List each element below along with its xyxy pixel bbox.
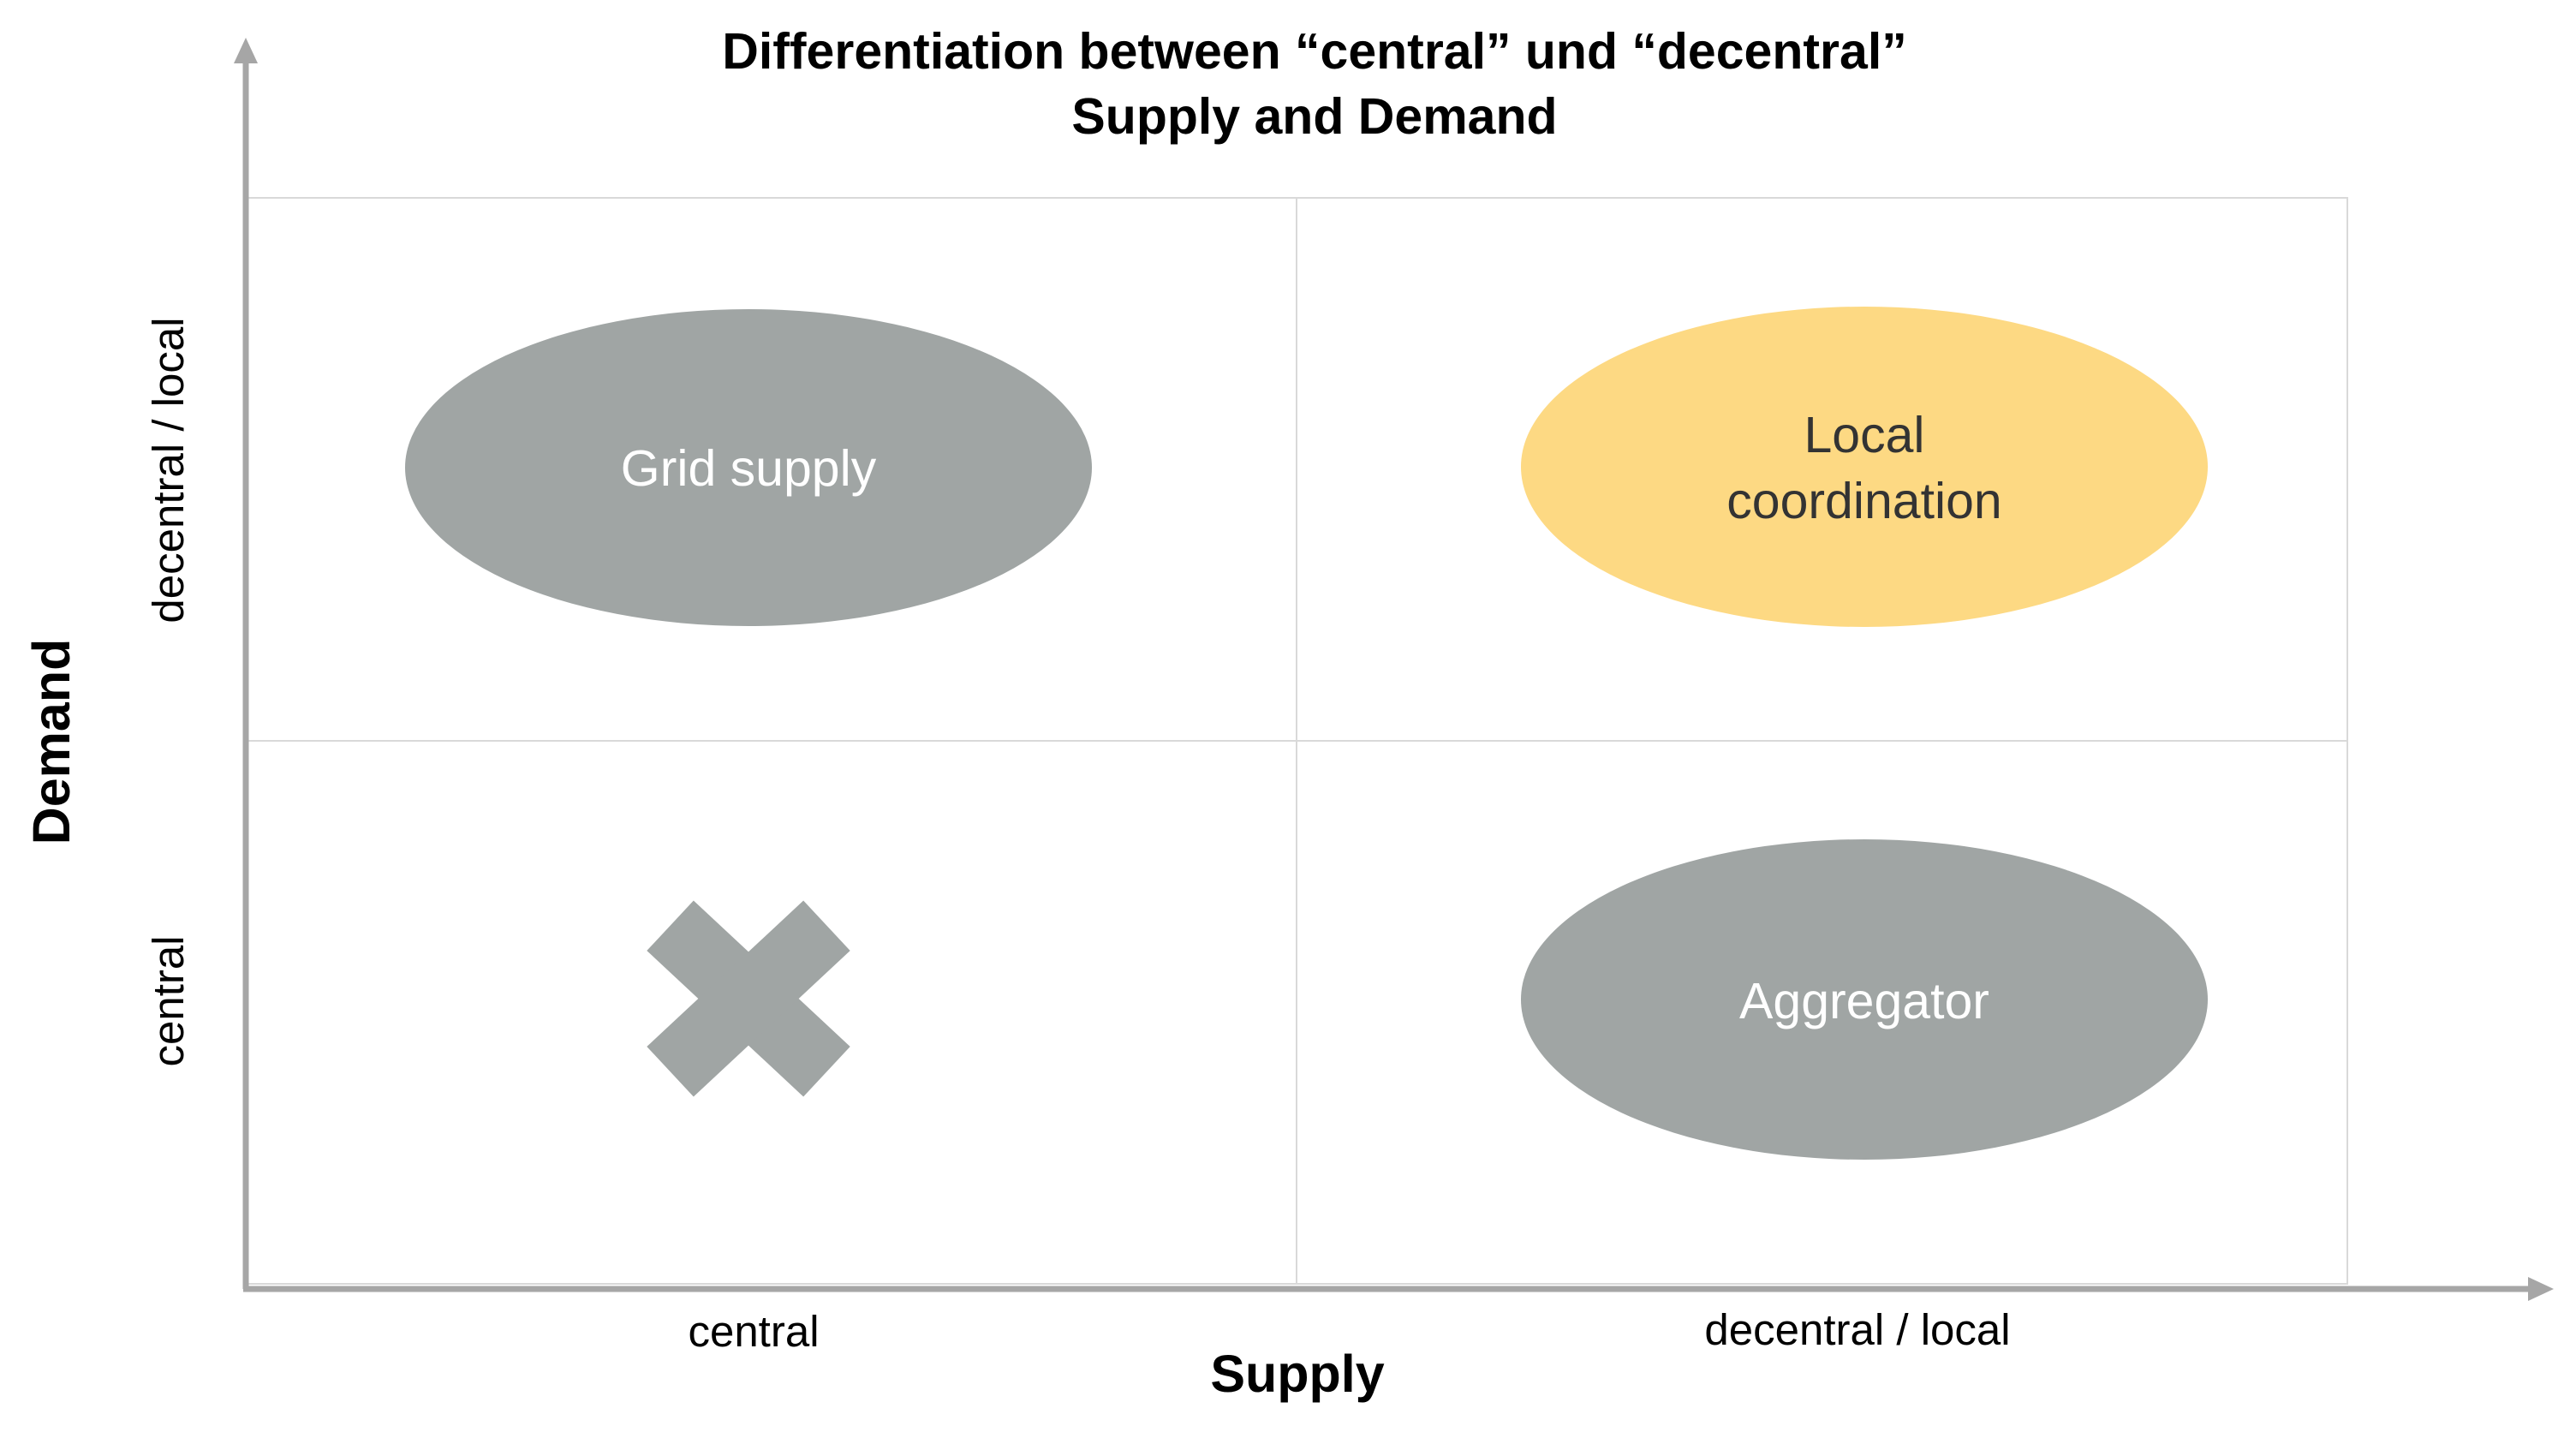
y-axis-arrowhead-icon: [234, 38, 258, 63]
x-tick-label-central: central: [688, 1307, 819, 1356]
aggregator-oval: [1521, 839, 2208, 1160]
aggregator-label: Aggregator: [1739, 973, 1989, 1029]
y-tick-label-central: central: [144, 935, 193, 1066]
x-mark-icon: [647, 900, 850, 1097]
x-axis: [243, 1277, 2554, 1301]
x-mark-stroke-b: [647, 900, 850, 1097]
diagram-title-line2: Supply and Demand: [1071, 88, 1557, 145]
y-tick-label-decentral-local: decentral / local: [144, 317, 193, 623]
local-coordination-label-line1: Local: [1804, 407, 1924, 463]
x-tick-label-decentral-local: decentral / local: [1704, 1305, 2010, 1354]
quadrant-aggregator: Aggregator: [1521, 839, 2208, 1160]
diagram-title-line1: Differentiation between “central” und “d…: [722, 23, 1906, 80]
x-axis-title: Supply: [1210, 1345, 1384, 1403]
x-axis-arrowhead-icon: [2528, 1277, 2554, 1301]
quadrant-local-coordination: Local coordination: [1521, 307, 2208, 627]
grid-supply-oval: [405, 309, 1092, 626]
y-axis-title: Demand: [22, 639, 80, 845]
local-coordination-oval: [1521, 307, 2208, 627]
local-coordination-label-line2: coordination: [1726, 473, 2001, 529]
y-axis: [234, 38, 258, 1289]
quadrant-grid-supply: Grid supply: [405, 309, 1092, 626]
grid-supply-label: Grid supply: [621, 440, 877, 497]
